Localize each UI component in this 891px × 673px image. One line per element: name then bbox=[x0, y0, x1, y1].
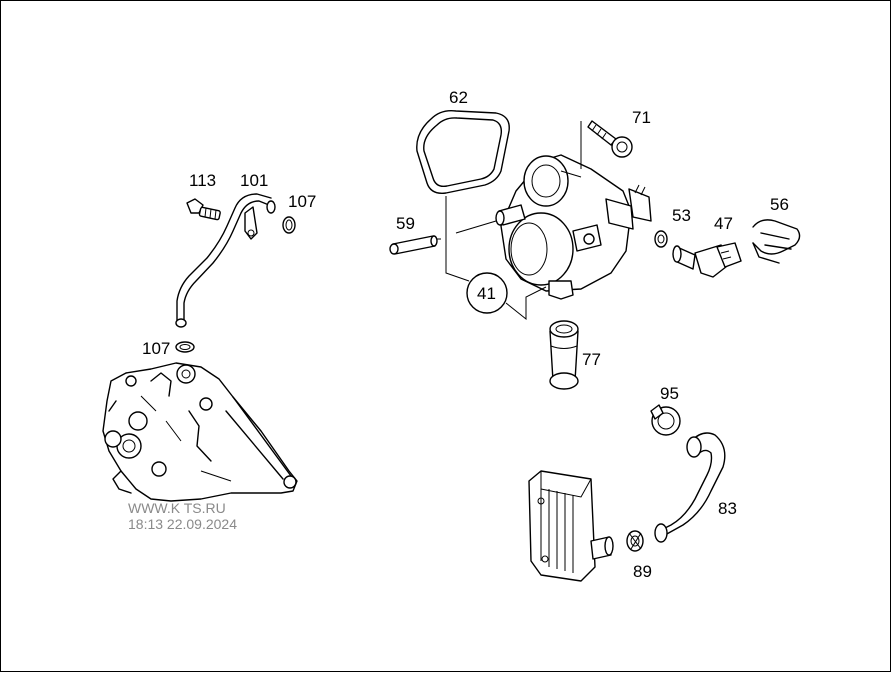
oil-cooler bbox=[528, 470, 614, 582]
label-107-lower: 107 bbox=[142, 339, 170, 358]
watermark-site: WWW.K TS.RU bbox=[128, 500, 226, 516]
clip-56 bbox=[752, 219, 801, 264]
label-71: 71 bbox=[632, 108, 651, 127]
ring-107-lower bbox=[175, 341, 195, 353]
ring-107-upper bbox=[282, 216, 296, 234]
label-53: 53 bbox=[672, 206, 691, 225]
housing-assembly bbox=[102, 362, 298, 502]
label-113: 113 bbox=[189, 171, 216, 190]
label-59: 59 bbox=[396, 214, 415, 233]
label-77: 77 bbox=[582, 350, 601, 369]
label-56: 56 bbox=[770, 195, 789, 214]
clamp-95 bbox=[650, 404, 681, 436]
label-41: 41 bbox=[477, 284, 496, 303]
clamp-89 bbox=[626, 530, 644, 552]
label-83: 83 bbox=[718, 499, 737, 518]
thermostat-housing-41 bbox=[495, 121, 652, 300]
label-95: 95 bbox=[660, 384, 679, 403]
gasket-62 bbox=[416, 109, 510, 194]
label-107-upper: 107 bbox=[288, 192, 316, 211]
pipe-101 bbox=[175, 193, 276, 328]
label-62: 62 bbox=[449, 88, 468, 107]
hose-77 bbox=[549, 320, 579, 390]
sensor-47 bbox=[672, 242, 742, 278]
label-47: 47 bbox=[714, 214, 733, 233]
pin-59 bbox=[389, 235, 438, 255]
watermark-datetime: 18:13 22.09.2024 bbox=[128, 516, 237, 532]
bolt-71 bbox=[587, 120, 633, 158]
leader-lines-41 bbox=[437, 196, 547, 321]
bolt-113 bbox=[186, 198, 221, 221]
label-101: 101 bbox=[240, 171, 268, 190]
oring-53 bbox=[654, 230, 668, 248]
callout-circle-41 bbox=[466, 272, 508, 314]
label-89: 89 bbox=[633, 562, 652, 581]
hose-83 bbox=[654, 432, 726, 543]
